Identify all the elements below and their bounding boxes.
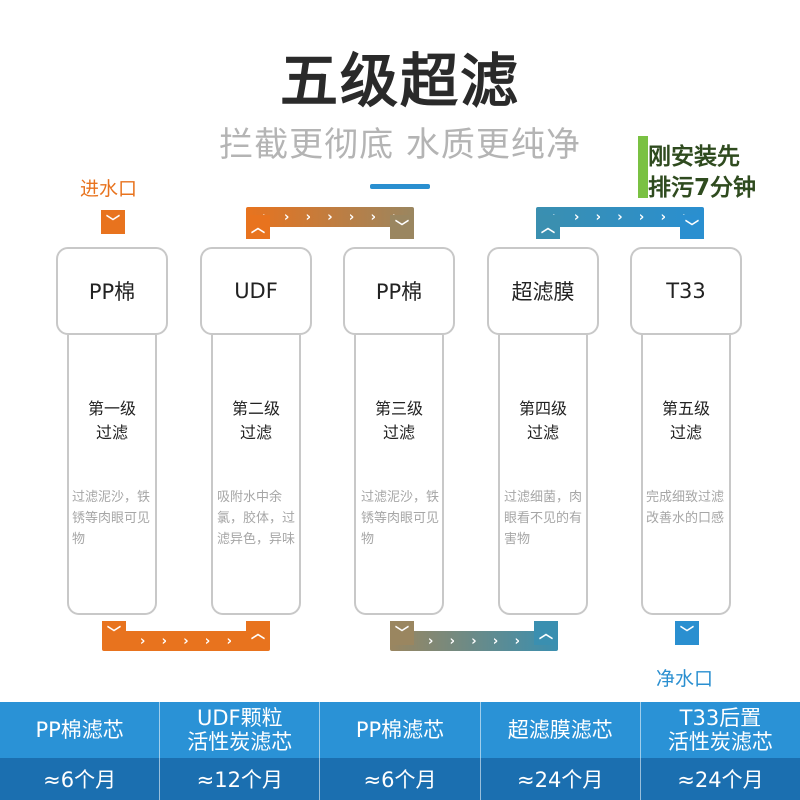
chevron-right-icon: › bbox=[348, 209, 355, 225]
chevron-right-icon: › bbox=[660, 209, 666, 225]
cartridge-cap-5: T33 bbox=[630, 247, 742, 335]
install-notice: 刚安装先 排污7分钟 bbox=[638, 136, 798, 201]
chevron-down-icon: ﹀ bbox=[107, 626, 121, 642]
pipe-top-4-5: ››››››› bbox=[536, 207, 704, 227]
chevron-right-icon: › bbox=[638, 209, 645, 225]
inlet-port: ﹀ bbox=[101, 210, 125, 234]
cartridge-body-4 bbox=[498, 335, 588, 615]
stage-desc-3: 过滤泥沙，铁锈等肉眼可见物 bbox=[361, 490, 440, 547]
outlet-port: ﹀ bbox=[675, 621, 699, 645]
page-subtitle: 拦截更彻底 水质更纯净 bbox=[219, 125, 581, 165]
lifespan-cell: ≈12个月 bbox=[160, 758, 321, 800]
page-title: 五级超滤 bbox=[279, 47, 520, 115]
stage-label-5: 第五级 过滤 bbox=[641, 397, 731, 445]
chevron-right-icon: › bbox=[427, 633, 434, 649]
filter-name-cell: T33后置 活性炭滤芯 bbox=[667, 706, 773, 754]
stage-suffix: 过滤 bbox=[382, 423, 415, 442]
stage-desc-4: 过滤细菌，肉眼看不见的有害物 bbox=[504, 490, 583, 547]
inlet-label: 进水口 bbox=[80, 178, 138, 200]
filter-name-cell: PP棉滤芯 bbox=[0, 702, 161, 758]
lifespan-table: PP棉滤芯 UDF颗粒 活性炭滤芯 PP棉滤芯 超滤膜滤芯 T33后置 活性炭滤… bbox=[0, 702, 800, 800]
cartridge-body-2 bbox=[211, 335, 301, 615]
notice-accent-bar bbox=[638, 136, 648, 198]
lifespan-cell: ≈6个月 bbox=[0, 758, 161, 800]
port-stage-2-in: ︿ bbox=[246, 621, 270, 645]
port-stage-5-in: ﹀ bbox=[680, 215, 704, 239]
port-stage-3-in: ﹀ bbox=[390, 215, 414, 239]
chevron-right-icon: › bbox=[305, 209, 311, 225]
cartridge-cap-4: 超滤膜 bbox=[487, 247, 599, 335]
stage-label-2: 第二级 过滤 bbox=[211, 397, 301, 445]
filter-name-cell: UDF颗粒 活性炭滤芯 bbox=[160, 702, 321, 758]
chevron-right-icon: › bbox=[492, 633, 499, 649]
lifespan-cell: ≈24个月 bbox=[677, 768, 764, 792]
stage-label-3: 第三级 过滤 bbox=[354, 397, 444, 445]
stage-number: 第四级 bbox=[518, 399, 567, 418]
chevron-up-icon: ︿ bbox=[251, 626, 265, 642]
chevron-right-icon: › bbox=[327, 209, 333, 225]
chevron-up-icon: ︿ bbox=[251, 220, 265, 236]
chevron-right-icon: › bbox=[471, 633, 477, 649]
stage-number: 第二级 bbox=[231, 399, 280, 418]
chevron-right-icon: › bbox=[595, 209, 601, 225]
port-stage-2-out: ︿ bbox=[246, 215, 270, 239]
stage-label-4: 第四级 过滤 bbox=[498, 397, 588, 445]
chevron-right-icon: › bbox=[183, 633, 189, 649]
port-stage-4-out: ︿ bbox=[536, 215, 560, 239]
chevron-right-icon: › bbox=[370, 209, 376, 225]
filter-name-cell: PP棉滤芯 bbox=[320, 702, 481, 758]
chevron-right-icon: › bbox=[161, 633, 167, 649]
cartridge-body-5 bbox=[641, 335, 731, 615]
lifespan-cell: ≈24个月 bbox=[481, 758, 641, 800]
port-stage-1-out: ﹀ bbox=[102, 621, 126, 645]
stage-number: 第三级 bbox=[374, 399, 423, 418]
stage-suffix: 过滤 bbox=[526, 423, 559, 442]
chevron-down-icon: ﹀ bbox=[106, 215, 120, 231]
chevron-down-icon: ﹀ bbox=[395, 626, 409, 642]
title-underline bbox=[370, 184, 430, 189]
chevron-right-icon: › bbox=[139, 633, 146, 649]
chevron-down-icon: ﹀ bbox=[680, 626, 694, 642]
port-stage-4-in: ︿ bbox=[534, 621, 558, 645]
chevron-right-icon: › bbox=[617, 209, 623, 225]
outlet-label: 净水口 bbox=[656, 668, 714, 690]
port-stage-3-out: ﹀ bbox=[390, 621, 414, 645]
pipe-top-2-3: ››››››› bbox=[246, 207, 414, 227]
chevron-right-icon: › bbox=[449, 633, 455, 649]
filter-name-row: PP棉滤芯 UDF颗粒 活性炭滤芯 PP棉滤芯 超滤膜滤芯 T33后置 活性炭滤… bbox=[0, 702, 800, 758]
pipe-bottom-3-4: ››››››› bbox=[390, 631, 558, 651]
stage-label-1: 第一级 过滤 bbox=[67, 397, 157, 445]
stage-desc-1: 过滤泥沙，铁锈等肉眼可见物 bbox=[72, 490, 151, 547]
lifespan-row: ≈6个月 ≈12个月 ≈6个月 ≈24个月 ≈24个月 bbox=[0, 758, 800, 800]
stage-suffix: 过滤 bbox=[95, 423, 128, 442]
stage-number: 第一级 bbox=[87, 399, 136, 418]
pipe-bottom-1-2: ››››››› bbox=[102, 631, 270, 651]
notice-line-1: 刚安装先 bbox=[648, 144, 740, 170]
filter-name-cell: 超滤膜滤芯 bbox=[481, 702, 641, 758]
cartridge-cap-3: PP棉 bbox=[343, 247, 455, 335]
stage-desc-2: 吸附水中余氯，胶体，过滤异色，异味 bbox=[217, 490, 296, 547]
chevron-right-icon: › bbox=[283, 209, 290, 225]
stage-desc-5: 完成细致过滤改善水的口感 bbox=[646, 490, 725, 526]
stage-number: 第五级 bbox=[661, 399, 710, 418]
chevron-right-icon: › bbox=[226, 633, 232, 649]
cartridge-body-1 bbox=[67, 335, 157, 615]
cartridge-body-3 bbox=[354, 335, 444, 615]
chevron-up-icon: ︿ bbox=[539, 626, 553, 642]
cartridge-cap-1: PP棉 bbox=[56, 247, 168, 335]
cartridge-cap-2: UDF bbox=[200, 247, 312, 335]
chevron-right-icon: › bbox=[573, 209, 580, 225]
chevron-right-icon: › bbox=[204, 633, 211, 649]
chevron-down-icon: ﹀ bbox=[395, 220, 409, 236]
chevron-up-icon: ︿ bbox=[541, 220, 555, 236]
stage-suffix: 过滤 bbox=[669, 423, 702, 442]
stage-suffix: 过滤 bbox=[239, 423, 272, 442]
notice-line-2: 排污7分钟 bbox=[648, 175, 757, 201]
lifespan-cell: ≈6个月 bbox=[320, 758, 481, 800]
chevron-down-icon: ﹀ bbox=[685, 220, 699, 236]
chevron-right-icon: › bbox=[514, 633, 520, 649]
